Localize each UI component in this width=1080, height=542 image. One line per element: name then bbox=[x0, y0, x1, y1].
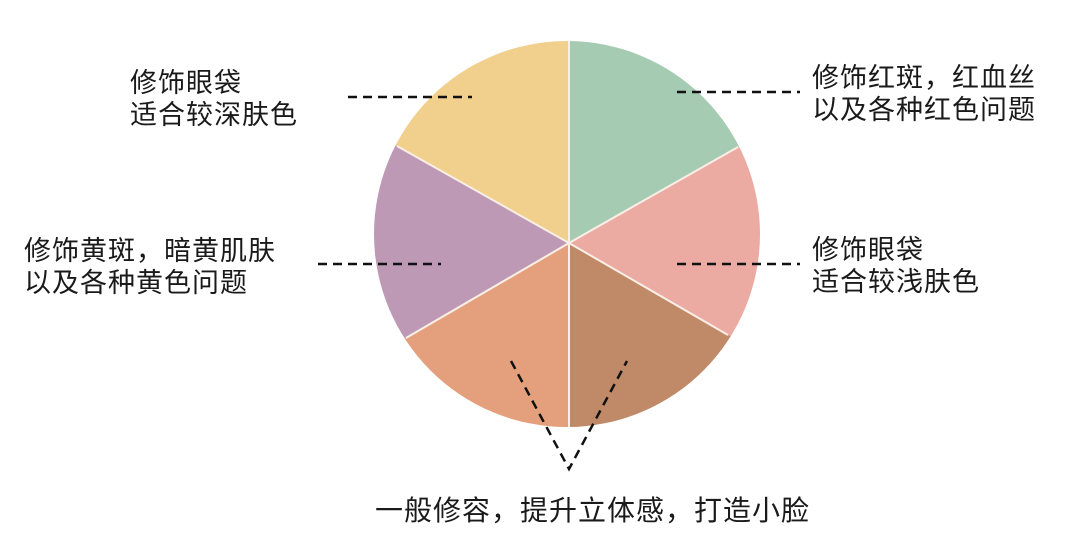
label-top-right-line-2: 以及各种红色问题 bbox=[812, 95, 1036, 126]
label-top-left-line-2: 适合较深肤色 bbox=[130, 100, 298, 131]
label-top-right-line-1: 修饰红斑，红血丝 bbox=[812, 63, 1036, 94]
label-top-right: 修饰红斑，红血丝 以及各种红色问题 bbox=[812, 63, 1036, 127]
label-bottom: 一般修容，提升立体感，打造小脸 bbox=[375, 494, 811, 527]
wedge-dividers bbox=[396, 41, 739, 427]
wedge-mid-left bbox=[374, 110, 569, 380]
wedge-bottom-right bbox=[569, 243, 760, 427]
label-mid-left: 修饰黄斑，暗黄肌肤 以及各种黄色问题 bbox=[24, 236, 276, 300]
label-top-left-line-1: 修饰眼袋 bbox=[130, 68, 242, 99]
wedge-mid-right bbox=[569, 110, 760, 380]
label-mid-left-line-2: 以及各种黄色问题 bbox=[24, 268, 248, 299]
pie-wedges bbox=[374, 41, 760, 427]
label-top-left: 修饰眼袋 适合较深肤色 bbox=[130, 68, 298, 132]
label-mid-right: 修饰眼袋 适合较浅肤色 bbox=[812, 235, 980, 299]
wedge-bottom-left bbox=[374, 243, 569, 427]
label-mid-left-line-1: 修饰黄斑，暗黄肌肤 bbox=[24, 236, 276, 267]
leader-lines bbox=[318, 90, 800, 472]
label-mid-right-line-1: 修饰眼袋 bbox=[812, 235, 924, 266]
leader-line-bottom-v bbox=[509, 360, 629, 472]
label-mid-right-line-2: 适合较浅肤色 bbox=[812, 267, 980, 298]
